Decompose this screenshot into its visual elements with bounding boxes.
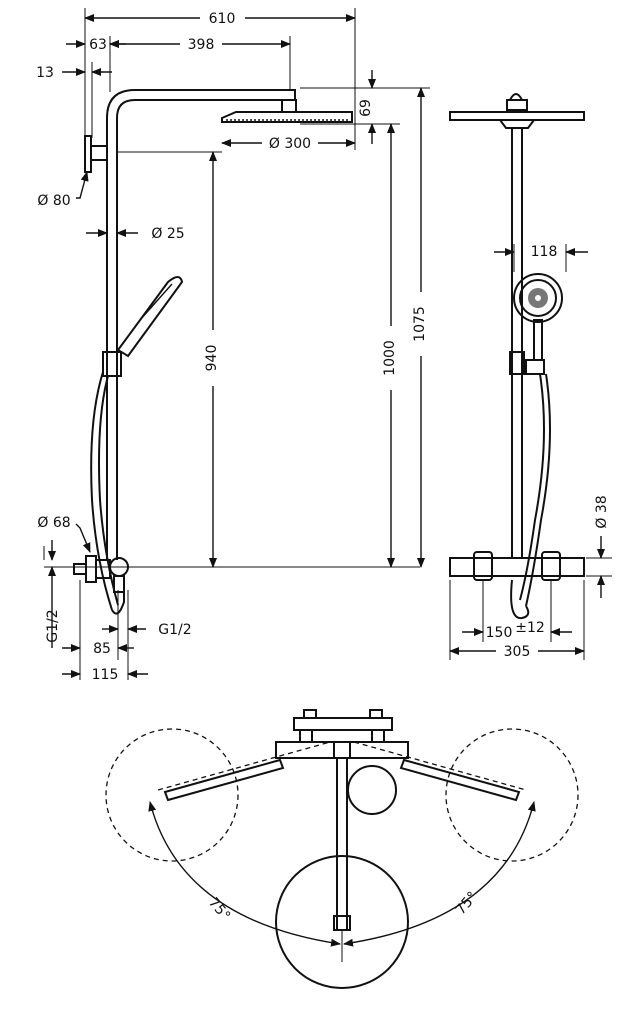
swing-circle-left (105, 728, 239, 862)
dim-118: 118 (531, 244, 558, 260)
arm-right (353, 741, 527, 802)
dim-diameter-68: Ø 68 (37, 515, 70, 531)
angle-arc-left (148, 801, 341, 947)
top-thermostat (275, 709, 409, 759)
front-view: 118 Ø 38 150 ±12 305 (449, 93, 612, 660)
front-overhead-shower (449, 93, 585, 129)
dim-diameter-38: Ø 38 (594, 495, 610, 528)
dim-thread-right: G1/2 (158, 622, 191, 638)
top-view: 75° 75° (105, 709, 579, 989)
dim-1000: 1000 (382, 340, 398, 376)
dim-305: 305 (504, 644, 531, 660)
handshower-disc (347, 765, 397, 815)
dim-85: 85 (93, 641, 111, 657)
dim-115: 115 (92, 667, 119, 683)
dim-69: 69 (358, 99, 374, 117)
dim-63: 63 (89, 37, 107, 53)
dim-diameter-300: Ø 300 (269, 136, 311, 152)
shower-pipe (106, 89, 296, 560)
front-pipe (511, 128, 523, 558)
wall-escutcheon (84, 135, 108, 173)
dim-diameter-25: Ø 25 (151, 226, 184, 242)
angle-arc-right (343, 801, 536, 947)
dim-13: 13 (36, 65, 54, 81)
thermostat-body (73, 555, 129, 593)
overhead-circle (275, 855, 409, 989)
overhead-shower (221, 99, 353, 123)
dim-150: 150 (486, 625, 513, 641)
dim-thread-left: G1/2 (45, 609, 61, 642)
hand-shower (90, 276, 184, 615)
arm-left (157, 741, 331, 802)
side-view: 610 63 398 13 69 Ø 300 Ø 80 Ø 25 940 (36, 8, 430, 683)
top-pipe (333, 758, 351, 931)
dim-940: 940 (204, 345, 220, 372)
dim-150-tolerance: ±12 (515, 620, 545, 636)
swing-circle-right (445, 728, 579, 862)
angle-left: 75° (205, 895, 233, 924)
dim-1075: 1075 (412, 306, 428, 342)
front-hand-shower (509, 273, 563, 620)
dim-610: 610 (209, 11, 236, 27)
front-thermostat (449, 551, 585, 581)
dim-diameter-80: Ø 80 (37, 193, 70, 209)
dim-398: 398 (188, 37, 215, 53)
